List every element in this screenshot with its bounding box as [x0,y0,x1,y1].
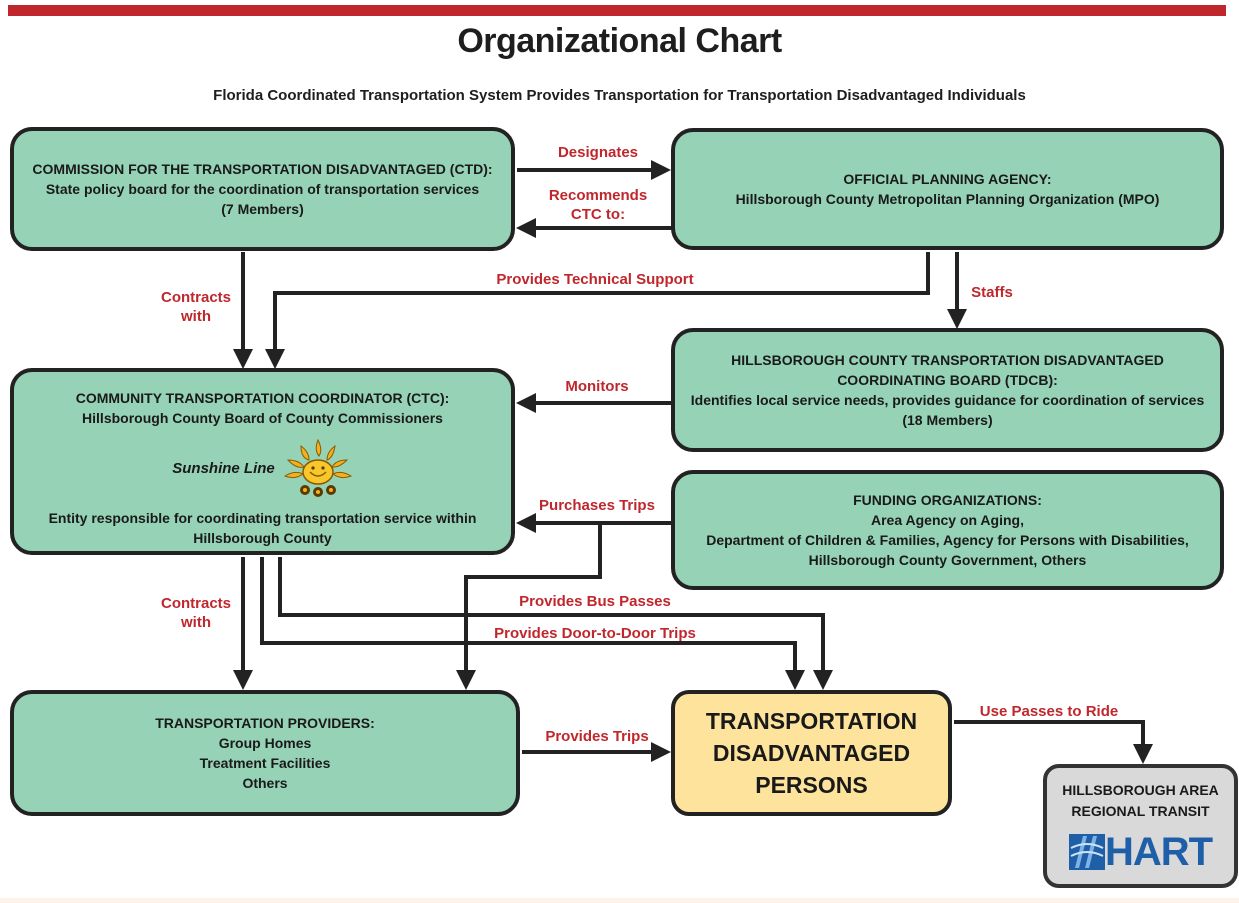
ctc-responsibility-1: Entity responsible for coordinating tran… [48,510,477,526]
tdcb-members: (18 Members) [902,412,993,428]
tdcb-heading-1: HILLSBOROUGH COUNTY TRANSPORTATION DISAD… [731,352,1164,368]
tdp-line-2: DISADVANTAGED [712,740,911,766]
providers-heading: TRANSPORTATION PROVIDERS: [155,715,375,731]
label-monitors: Monitors [565,378,629,395]
arrow-bus-passes [278,557,833,690]
funding-organizations-box: FUNDING ORGANIZATIONS: Area Agency on Ag… [671,470,1224,590]
arrow-funding-to-providers [456,523,602,690]
label-contracts-bottom-2: with [181,614,211,631]
hart-box: HILLSBOROUGH AREA REGIONAL TRANSIT HART [1043,764,1238,888]
funding-line-3: Hillsborough County Government, Others [808,552,1087,568]
label-contracts-top-1: Contracts [160,289,231,306]
label-recommends-1: Recommends [548,187,648,204]
page-title: Organizational Chart [457,22,782,60]
tdcb-heading-2: COORDINATING BOARD (TDCB): [837,372,1058,388]
label-bus-passes: Provides Bus Passes [519,593,671,610]
official-planning-agency-box: OFFICIAL PLANNING AGENCY: Hillsborough C… [671,128,1224,250]
ctc-box: COMMUNITY TRANSPORTATION COORDINATOR (CT… [10,368,515,555]
ctc-heading: COMMUNITY TRANSPORTATION COORDINATOR (CT… [75,390,450,406]
label-contracts-top-2: with [181,308,211,325]
providers-item-1: Group Homes [218,735,312,751]
tdp-line-3: PERSONS [755,772,868,798]
funding-heading: FUNDING ORGANIZATIONS: [853,492,1042,508]
tdcb-box: HILLSBOROUGH COUNTY TRANSPORTATION DISAD… [671,328,1224,452]
ctd-box: COMMISSION FOR THE TRANSPORTATION DISADV… [10,127,515,251]
sunshine-line-brand: Sunshine Line [172,438,353,500]
label-door-to-door-trips: Provides Door-to-Door Trips [494,625,696,642]
tdcb-description: Identifies local service needs, provides… [690,392,1205,408]
hart-name-1: HILLSBOROUGH AREA [1062,782,1219,798]
top-red-bar [8,5,1226,16]
ctc-description: Hillsborough County Board of County Comm… [82,410,443,426]
transportation-disadvantaged-persons-box: TRANSPORTATION DISADVANTAGED PERSONS [671,690,952,816]
hart-logo-text: HART [1104,830,1213,874]
label-contracts-bottom-1: Contracts [160,595,231,612]
opa-heading: OFFICIAL PLANNING AGENCY: [843,171,1052,187]
label-provides-trips: Provides Trips [545,728,649,745]
transportation-providers-box: TRANSPORTATION PROVIDERS: Group Homes Tr… [10,690,520,816]
funding-line-1: Area Agency on Aging, [871,512,1024,528]
hart-logo-icon [1068,834,1105,870]
ctd-description: State policy board for the coordination … [45,181,480,197]
label-staffs: Staffs [971,284,1013,301]
sunshine-line-text: Sunshine Line [172,460,275,477]
opa-description: Hillsborough County Metropolitan Plannin… [735,191,1160,207]
bottom-bar [0,898,1239,903]
providers-item-2: Treatment Facilities [199,755,331,771]
label-technical-support: Provides Technical Support [496,271,694,288]
label-use-passes: Use Passes to Ride [979,703,1119,720]
label-purchases-trips: Purchases Trips [539,497,655,514]
ctd-heading: COMMISSION FOR THE TRANSPORTATION DISADV… [32,161,493,177]
sunshine-logo-icon [283,438,352,497]
label-recommends-2: CTC to: [570,206,626,223]
ctd-members: (7 Members) [221,201,304,217]
label-designates: Designates [557,144,639,161]
page-subtitle: Florida Coordinated Transportation Syste… [213,87,1026,104]
hart-name-2: REGIONAL TRANSIT [1071,803,1210,819]
ctc-responsibility-2: Hillsborough County [193,530,332,546]
arrow-use-passes [954,720,1153,764]
funding-line-2: Department of Children & Families, Agenc… [706,532,1189,548]
arrow-tech-support [265,252,930,369]
hart-logo: HART [1068,830,1213,874]
arrow-door-trips [260,557,805,690]
tdp-line-1: TRANSPORTATION [705,708,918,734]
providers-item-3: Others [242,775,288,791]
